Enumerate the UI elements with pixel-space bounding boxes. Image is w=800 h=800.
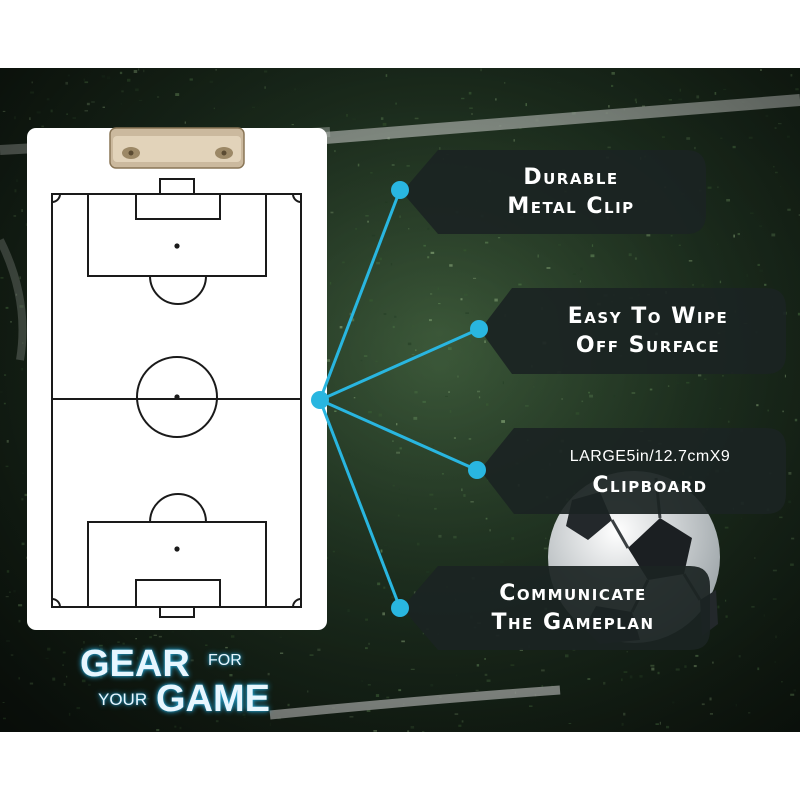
brand-for: FOR [208, 652, 242, 669]
callout-line2: The Gameplan [491, 610, 655, 635]
callout-communicate-gameplan: Communicate The Gameplan [440, 566, 706, 650]
metal-clip [109, 127, 245, 169]
callout-line1: Durable [523, 165, 619, 190]
callout-easy-to-wipe: Easy To Wipe Off Surface [514, 288, 782, 374]
brand-gear: GEAR [80, 643, 190, 685]
callout-line1: Communicate [499, 581, 647, 606]
product-photo [0, 68, 800, 732]
callout-size-text: LARGE5in/12.7cmX9 [569, 448, 731, 465]
brand-your: YOUR [98, 690, 148, 709]
soccer-field-background [0, 68, 800, 732]
callout-durable-metal-clip: Durable Metal Clip [440, 150, 702, 234]
callout-line1: Easy To Wipe [567, 304, 729, 329]
callout-line2: Metal Clip [507, 194, 635, 219]
brand-game: GAME [156, 678, 270, 720]
callout-line2: Clipboard [592, 473, 708, 498]
callout-clipboard-size: LARGE5in/12.7cmX9 Clipboard [516, 428, 784, 514]
tactics-pitch-diagram [51, 178, 302, 618]
callout-bubbles [402, 150, 786, 650]
clipboard [27, 128, 327, 630]
callout-line2: Off Surface [575, 333, 721, 358]
connector-dots [311, 181, 488, 617]
connector-lines [318, 189, 480, 609]
